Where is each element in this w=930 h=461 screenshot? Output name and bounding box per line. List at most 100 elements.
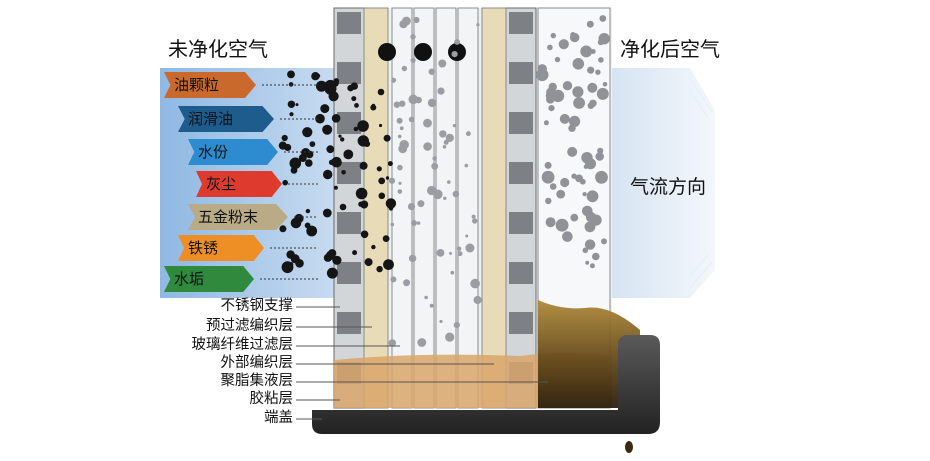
droplet [584,239,596,250]
support-segment [509,162,533,184]
droplet [408,254,417,263]
layer-label: 玻璃纤维过滤层 [191,337,294,353]
droplet [582,247,589,254]
droplet [592,252,600,261]
droplet [443,196,447,200]
dirt-particle [376,265,383,273]
droplet [567,146,578,157]
droplet [581,152,593,164]
support-segment [509,112,533,134]
layer-label: 预过滤编织层 [206,318,293,334]
droplet [397,189,403,194]
dirt-particle [376,166,382,172]
droplet [399,20,408,29]
dirt-particle [343,149,354,160]
droplet [589,263,595,269]
contaminant-tag: 水垢 [164,266,254,292]
dirt-particle [290,217,302,229]
droplet [471,214,476,219]
droplet [472,218,478,224]
dirt-particle [284,143,292,152]
dirt-particle [338,134,342,138]
droplet [535,68,549,82]
droplet [587,102,595,109]
dirt-particle [295,259,304,268]
layer-label: 端盖 [264,410,293,426]
dirt-particle [341,170,346,175]
dirt-particle [354,103,359,108]
droplet [427,185,437,196]
dirt-particle [305,208,311,214]
contaminant-tag: 铁锈 [178,235,264,261]
droplet [470,278,480,289]
dirt-particle [288,82,294,87]
dirt-particle [305,150,309,154]
dirt-particle [326,267,338,279]
droplet [431,162,439,170]
dirt-particle [287,100,296,109]
layer-label: 聚脂集液层 [220,373,294,389]
droplet [453,322,460,329]
dirt-particle [323,253,332,262]
droplet [390,222,395,227]
purified-air-label: 净化后空气 [620,37,720,61]
droplet [570,213,579,222]
contaminant-tag: 润滑油 [178,106,274,132]
droplet [598,33,610,45]
support-segment [509,312,533,334]
purified-air-band [610,68,715,298]
dirt-particle [328,91,339,102]
droplet [587,82,598,93]
droplet [570,31,576,38]
droplet [447,180,451,184]
dirt-particle [282,179,289,186]
droplet [569,115,581,127]
droplet [596,87,609,100]
droplet [424,295,428,300]
droplet [403,279,411,287]
dirt-particle [371,244,376,250]
droplet [407,203,416,211]
droplet [439,319,443,324]
dirt-particle [311,72,320,81]
dirt-particle [364,258,373,267]
dirt-particle [331,114,341,123]
droplet [450,270,455,275]
dirt-particle [302,127,313,138]
droplet [411,220,417,226]
droplet [410,57,416,63]
droplet [442,145,447,149]
dirt-particle [290,167,298,174]
droplet [445,133,454,142]
dirt-particle [295,103,299,107]
support-segment [509,62,533,84]
droplet [429,303,434,308]
dirt-particle [331,156,342,168]
glass-fiber-layer-3 [435,7,457,409]
droplet [582,205,593,217]
dirt-particle [326,145,335,154]
droplet [464,163,469,168]
droplet [416,221,421,225]
droplet [449,251,453,255]
dirt-particle [355,187,368,200]
droplet [390,276,397,283]
droplet [466,131,471,137]
droplet [562,81,573,91]
dirt-particle [353,126,359,132]
droplet [456,246,462,251]
droplet [582,192,587,197]
droplet [417,200,425,208]
droplet [595,152,604,161]
droplet [399,126,404,131]
droplet [562,231,573,242]
layer-label: 胶粘层 [249,391,294,407]
droplet [454,39,460,45]
droplet [573,97,585,109]
dirt-particle [359,161,368,170]
droplet [399,140,409,150]
dirt-particle [351,96,357,102]
drip [625,441,633,453]
end-cap [312,335,660,434]
droplet [586,190,599,203]
